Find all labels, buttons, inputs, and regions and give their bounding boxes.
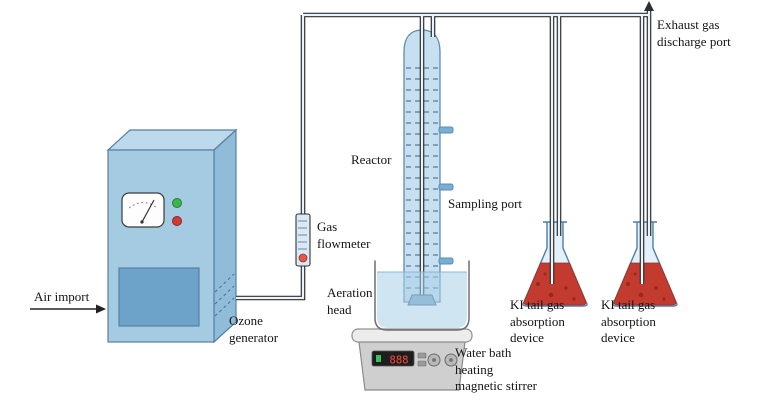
flowmeter-float-ball [298,253,308,263]
air-import-arrow-icon [30,304,106,314]
exhaust-arrow-icon [644,1,654,11]
gas-flowmeter [295,213,311,267]
generator-vent-panel [118,267,200,327]
generator-side-face [213,128,237,344]
stirrer-display [371,350,415,367]
stirrer-display-green-segment [376,355,381,362]
power-led-red [172,216,182,226]
tube-cores [236,11,651,300]
label-air-import: Air import [34,289,90,304]
analog-meter-icon [121,192,165,228]
beaker-outline [374,260,470,331]
magnetic-stirrer: 888 [351,328,473,391]
flask-liquid-speckles [536,272,576,301]
ki-flask-2 [612,221,678,307]
power-led-green [172,198,182,208]
tubing [236,1,654,301]
label-gas-flowmeter: Gas flowmeter [317,219,371,251]
bath-water [377,272,467,328]
flask-liquid [523,262,587,306]
flowmeter-scale [298,220,307,250]
stirrer-top-plate [351,328,473,343]
generator-side-vents [214,273,235,317]
label-water-bath-stirrer: Water bath heating magnetic stirrer [455,345,537,394]
label-ozone-generator: Ozone generator [229,313,279,345]
flowmeter-tube [295,213,311,267]
ki-flask-1 [522,221,588,307]
stirrer-knob-dot [432,358,436,362]
side-port [438,126,454,134]
ozone-generator [106,128,238,344]
label-ki-absorption-2: KI tail gas absorption device [601,297,656,346]
stirrer-knob-dot [449,358,453,362]
stirrer-button[interactable] [417,360,427,367]
label-aeration-head: Aeration head [327,285,373,317]
label-exhaust: Exhaust gas discharge port [657,17,731,49]
side-port [438,257,454,265]
sampling-port-tab [438,183,454,191]
label-reactor: Reactor [351,152,392,167]
label-sampling-port: Sampling port [448,196,523,211]
reactor-column [403,29,454,303]
stirrer-display-value: 888 [390,355,409,367]
stirrer-button[interactable] [417,352,427,359]
label-ki-absorption-1: KI tail gas absorption device [510,297,565,346]
flask-liquid [613,262,677,306]
flask-liquid-speckles [626,272,666,301]
water-bath-beaker [374,260,470,331]
